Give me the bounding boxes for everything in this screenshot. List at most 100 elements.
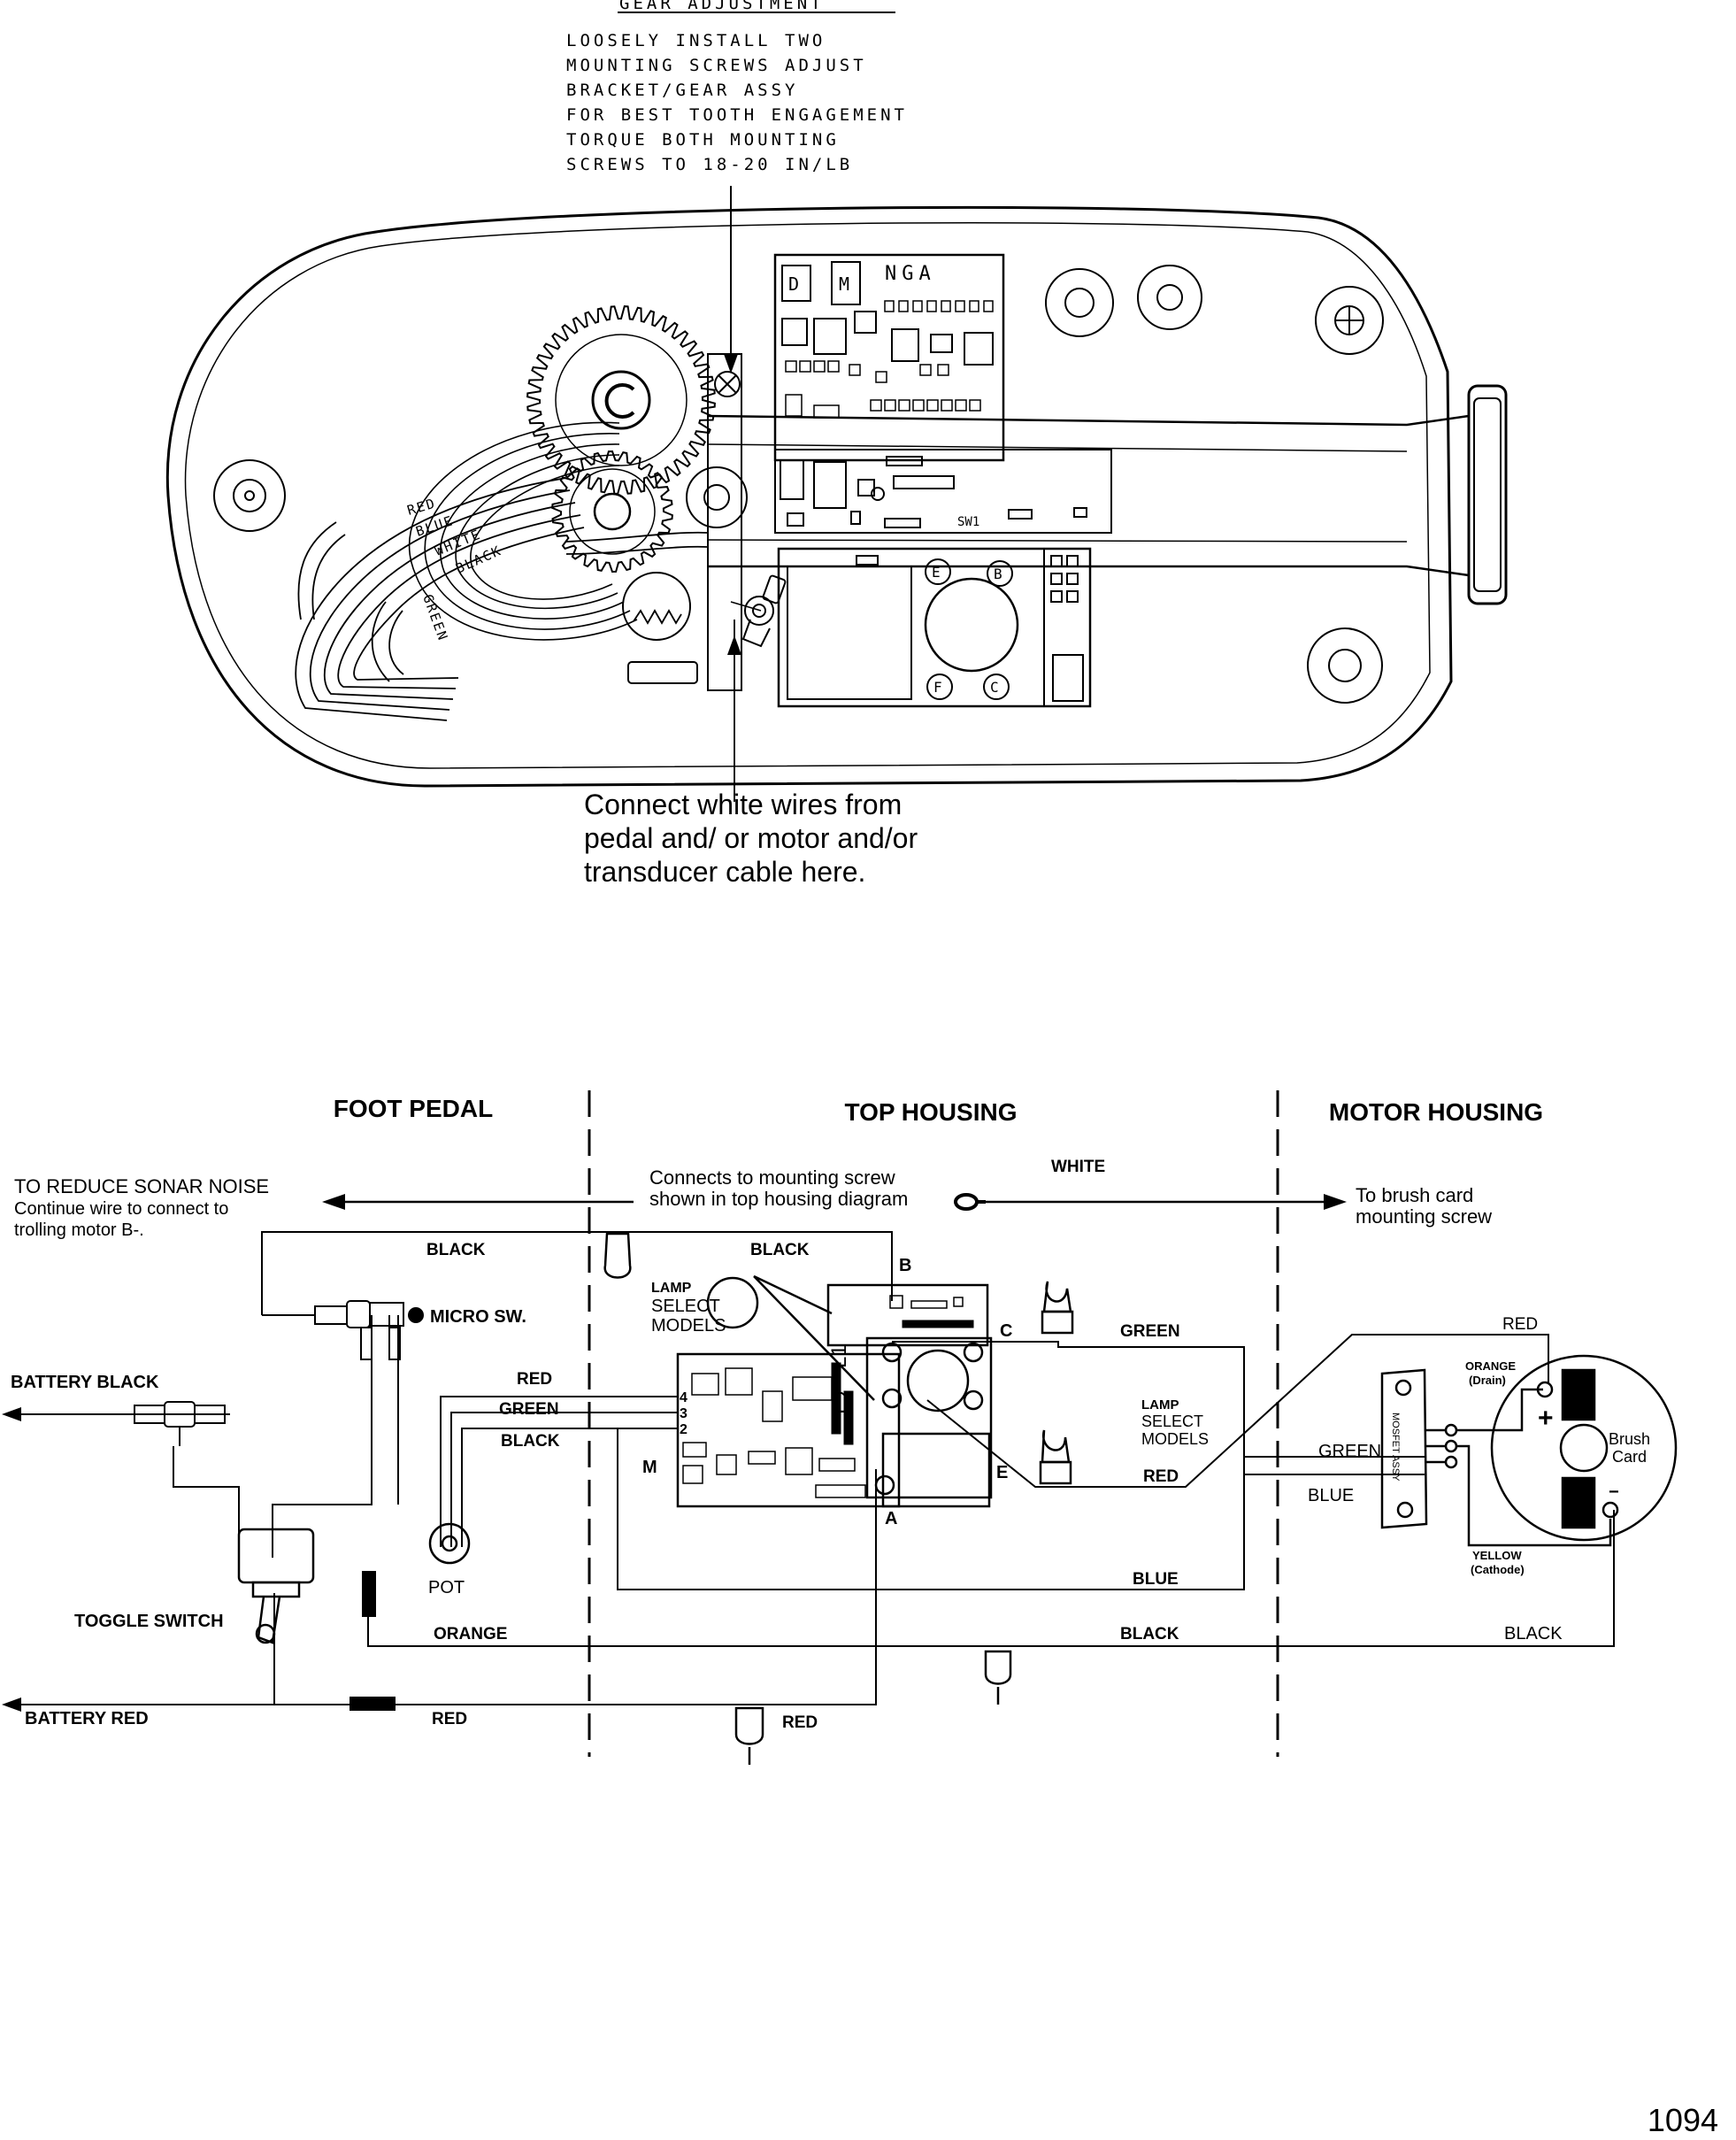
board-marking-b: B <box>994 566 1002 582</box>
gear-bracket <box>707 353 742 691</box>
note-line-6: SCREWS TO 18-20 IN/LB <box>566 155 853 174</box>
wire-label-green-out: GREEN <box>1120 1322 1180 1341</box>
lamp-select-right-1: LAMP <box>1141 1397 1179 1413</box>
note-line-5: TORQUE BOTH MOUNTING <box>566 130 840 150</box>
housing-inner-outline <box>184 222 1431 769</box>
terminal-a: A <box>885 1509 897 1528</box>
pin-3: 3 <box>680 1406 687 1421</box>
board-marking-e: E <box>932 564 941 581</box>
wire-label-green-in: GREEN <box>499 1400 559 1419</box>
wire-label-black-in: BLACK <box>501 1432 560 1451</box>
wire-bundle <box>295 477 709 721</box>
lamp-select-bracket <box>753 1274 875 1401</box>
micro-switch <box>314 1300 424 1360</box>
lamp-indicator <box>706 1276 759 1329</box>
main-circuit-board <box>676 1274 993 1508</box>
header-motor-housing: MOTOR HOUSING <box>1329 1098 1543 1126</box>
wire-label-red-bottom: RED <box>432 1710 467 1728</box>
wiring-schematic: FOOT PEDAL TOP HOUSING MOTOR HOUSING TO … <box>2 1090 1678 1765</box>
callout-line-2: pedal and/ or motor and/or <box>584 822 918 854</box>
label-orange-drain-2: (Drain) <box>1469 1374 1506 1387</box>
boss-left <box>213 459 286 532</box>
brush-note-line-1: To brush card <box>1356 1184 1473 1206</box>
wire-label-orange: ORANGE <box>434 1625 507 1643</box>
wire-label-green: GREEN <box>419 592 451 643</box>
gears <box>526 305 716 573</box>
red-inline-fuse <box>350 1697 396 1711</box>
lower-circuit-board: E B F C <box>777 547 1092 708</box>
white-wire-label: WHITE <box>1051 1158 1105 1176</box>
green-wire-out <box>892 1341 1244 1348</box>
wire-label-black-bottom: BLACK <box>1120 1625 1179 1643</box>
label-battery-red: BATTERY RED <box>25 1709 149 1728</box>
wire-label-black-fp: BLACK <box>426 1241 486 1259</box>
top-housing-diagram: GEAR ADJUSTMENT LOOSELY INSTALL TWO MOUN… <box>165 0 1508 888</box>
wire-label-blue: BLUE <box>414 512 457 540</box>
wire-label-red-in: RED <box>517 1370 552 1389</box>
orange-wire <box>367 1510 1615 1647</box>
sonar-note-line-2: Continue wire to connect to <box>14 1199 228 1219</box>
label-yellow-cathode-2: (Cathode) <box>1471 1563 1525 1576</box>
shaft-tube <box>707 414 1471 577</box>
bullet-connectors <box>603 1232 1074 1765</box>
wire-label-red: RED <box>405 495 438 518</box>
note-line-3: BRACKET/GEAR ASSY <box>566 81 798 100</box>
label-brush-minus: − <box>1609 1482 1619 1502</box>
red-wire-battery <box>273 1469 877 1705</box>
note-leader-arrowhead <box>724 354 738 373</box>
label-battery-black: BATTERY BLACK <box>11 1373 159 1392</box>
terminal-m: M <box>642 1458 657 1477</box>
board-marking-d: D <box>788 273 799 295</box>
wire-label-blue-out: BLUE <box>1133 1570 1179 1589</box>
spring-housing <box>622 572 691 641</box>
wire-label-red-motor: RED <box>1502 1315 1538 1334</box>
label-brush-plus: + <box>1538 1404 1554 1433</box>
page-number: 1094 <box>1648 2102 1718 2138</box>
small-gear <box>551 450 673 573</box>
label-brush-card-1: Brush <box>1609 1430 1650 1448</box>
upper-circuit-board: D M NGA <box>773 253 1005 462</box>
mounting-bosses <box>213 265 1384 704</box>
toggle-switch <box>237 1528 315 1644</box>
wire-label-red-connector: RED <box>782 1713 818 1732</box>
note-line-4: FOR BEST TOOTH ENGAGEMENT <box>566 105 908 125</box>
label-yellow-cathode-1: YELLOW <box>1472 1549 1522 1562</box>
white-wire-ring-terminal <box>954 1193 986 1211</box>
brush-note-line-2: mounting screw <box>1356 1205 1492 1228</box>
potentiometer <box>428 1522 471 1565</box>
label-mosfet: MOSFET ASSY <box>1390 1413 1401 1482</box>
wire-label-blue-motor: BLUE <box>1308 1486 1354 1505</box>
gear-adjustment-heading: GEAR ADJUSTMENT <box>619 0 825 13</box>
pin-2: 2 <box>680 1422 687 1437</box>
sonar-note-line-3: trolling motor B-. <box>14 1220 144 1240</box>
large-gear <box>526 305 716 495</box>
header-top-housing: TOP HOUSING <box>844 1098 1017 1126</box>
shaft-tube-inner <box>707 443 1408 543</box>
board-marking-c: C <box>990 679 999 696</box>
sonar-note-line-1: TO REDUCE SONAR NOISE <box>14 1175 269 1197</box>
large-gear-hub <box>591 370 651 430</box>
boss-upper-1 <box>1045 268 1114 337</box>
sonar-arrowhead <box>322 1194 345 1210</box>
board-label-nga: NGA <box>885 263 936 285</box>
brush-card <box>1490 1354 1678 1542</box>
white-wire-arrowhead <box>1324 1194 1347 1210</box>
orange-inline-fuse <box>362 1571 376 1617</box>
header-foot-pedal: FOOT PEDAL <box>334 1095 493 1122</box>
board-marking-m: M <box>839 273 849 295</box>
white-wire-callout: Connect white wires from pedal and/ or m… <box>584 789 918 888</box>
lamp-select-right-2: SELECT <box>1141 1413 1203 1430</box>
housing-outline <box>165 205 1453 788</box>
board-mark-l2: L2 <box>833 1390 856 1414</box>
wire-label-red-out: RED <box>1143 1467 1179 1486</box>
terminal-e: E <box>996 1463 1008 1482</box>
pot-wires <box>440 1396 678 1547</box>
board-marking-sw1: SW1 <box>957 515 979 529</box>
middle-circuit-strip: SW1 <box>774 449 1112 534</box>
boss-upper-3 <box>1315 286 1384 355</box>
boss-center <box>686 466 748 528</box>
connects-note-line-2: shown in top housing diagram <box>649 1188 908 1210</box>
spring-mount <box>627 661 698 684</box>
label-brush-card-2: Card <box>1612 1448 1647 1466</box>
board-marking-f: F <box>933 679 942 696</box>
